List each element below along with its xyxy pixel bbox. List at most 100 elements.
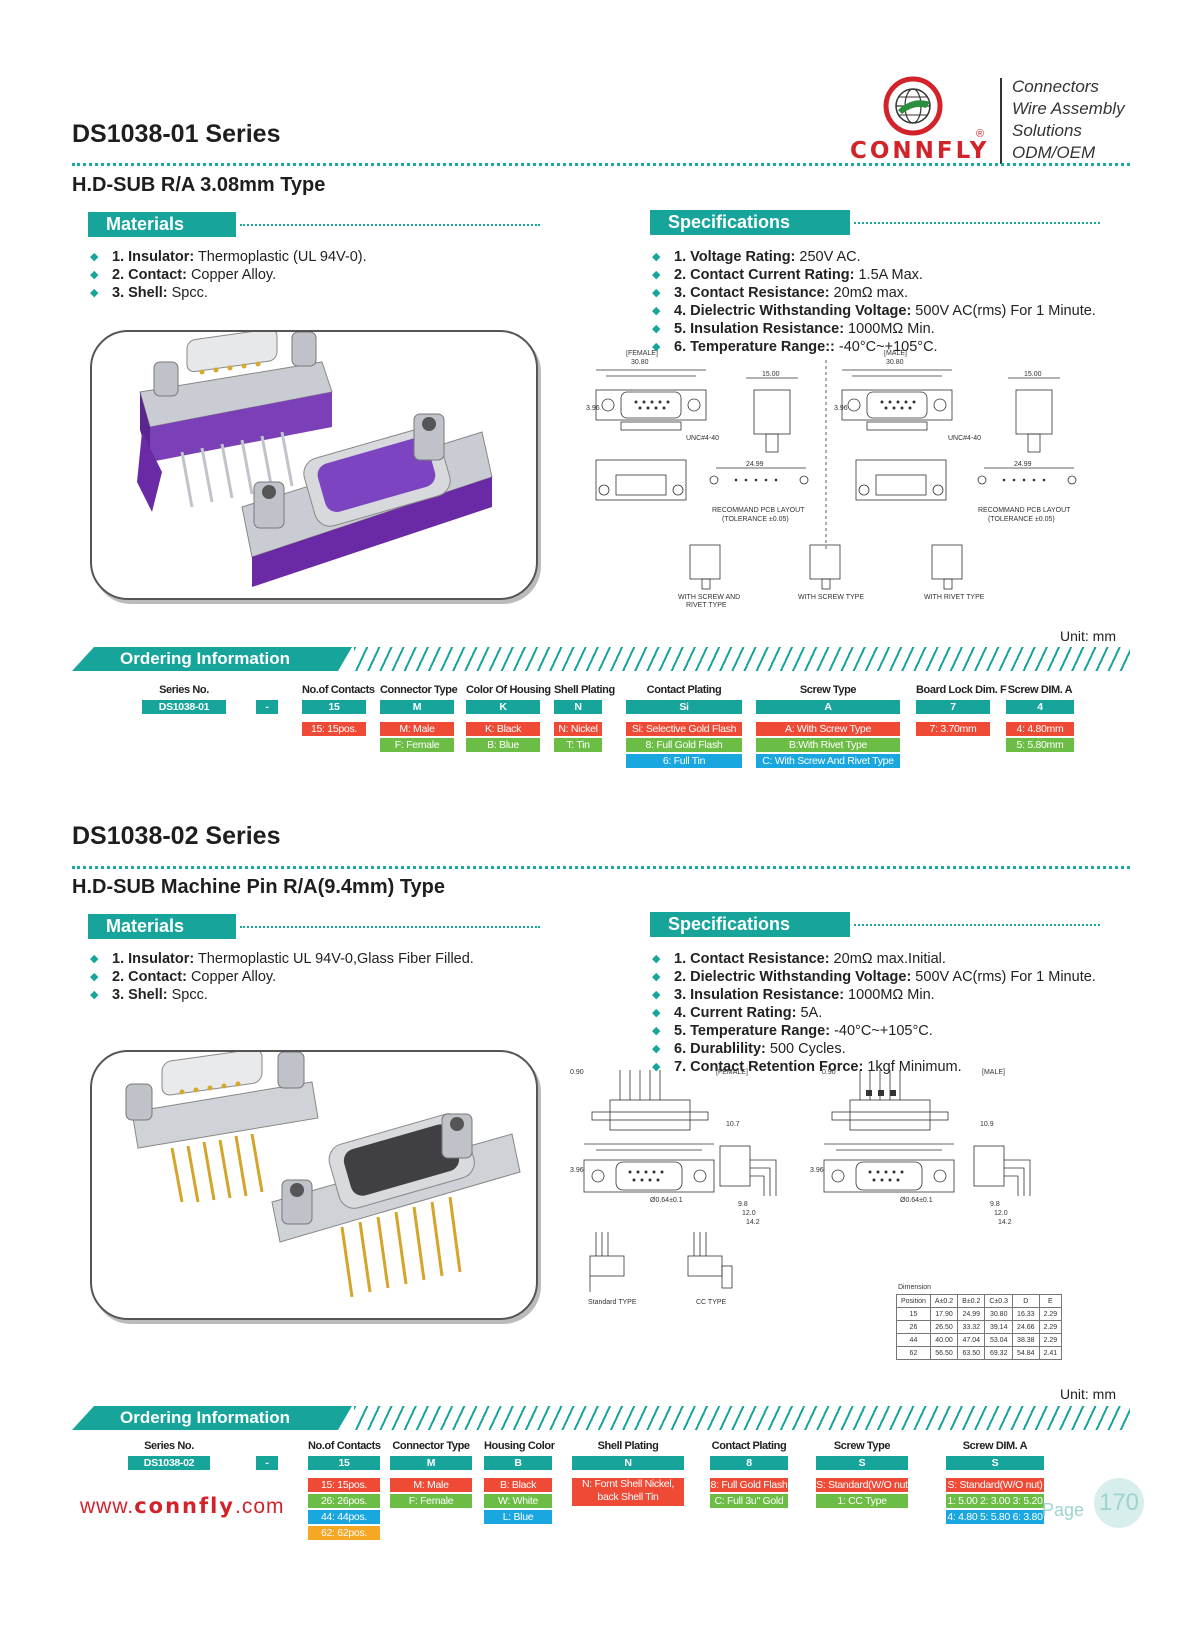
ordering-dash: - — [256, 700, 278, 714]
drawing-label: 3.96 — [834, 405, 848, 412]
drawing-label: [FEMALE] — [716, 1069, 748, 1076]
materials-heading-1: Materials — [88, 212, 236, 237]
specifications-list-1: 1. Voltage Rating: 250V AC. 2. Contact C… — [652, 248, 1096, 356]
list-item: 3. Contact Resistance: 20mΩ max. — [652, 284, 1096, 302]
connector-illustration — [125, 1052, 521, 1298]
series-subtitle-2: H.D-SUB Machine Pin R/A(9.4mm) Type — [72, 876, 446, 898]
drawing-label: RECOMMAND PCB LAYOUT — [978, 507, 1071, 514]
divider — [72, 163, 1130, 166]
table-cell: 24.99 — [957, 1307, 986, 1321]
ordering-code-box: M — [390, 1456, 472, 1470]
table-cell: A±0.2 — [929, 1294, 959, 1308]
table-cell: 17.90 — [929, 1307, 959, 1321]
drawing-label: 14.2 — [998, 1219, 1012, 1226]
list-item: 2. Contact: Copper Alloy. — [90, 968, 474, 986]
ordering-option: 15: 15pos. — [302, 722, 366, 736]
ordering-code-box: B — [484, 1456, 552, 1470]
divider — [854, 222, 1100, 224]
list-item: 5. Insulation Resistance: 1000MΩ Min. — [652, 320, 1096, 338]
ordering-code-box: N — [554, 700, 602, 714]
ordering-option: C: Full 3u" Gold — [710, 1494, 788, 1508]
ordering-option: B: Blue — [466, 738, 540, 752]
drawing-label: 30.80 — [886, 359, 904, 366]
ordering-option: K: Black — [466, 722, 540, 736]
ordering-option: N: Fornt Shell Nickel, back Shell Tin — [572, 1478, 684, 1506]
list-item: 6. Durablility: 500 Cycles. — [652, 1040, 1096, 1058]
list-item: 4. Dielectric Withstanding Voltage: 500V… — [652, 302, 1096, 320]
list-item: 7. Contact Retention Force: 1kgf Minimum… — [652, 1058, 1096, 1076]
drawing-label: [MALE] — [884, 350, 907, 357]
list-item: 5. Temperature Range: -40°C~+105°C. — [652, 1022, 1096, 1040]
table-cell: 40.00 — [929, 1333, 959, 1347]
ordering-code-box: 15 — [302, 700, 366, 714]
drawing-label: Ø0.64±0.1 — [900, 1197, 933, 1204]
technical-drawing-1: [FEMALE] 30.80 [MALE] 30.80 15.00 15.00 … — [586, 350, 1077, 609]
product-photo-2 — [90, 1050, 538, 1320]
ordering-code-box: A — [756, 700, 900, 714]
ordering-option: 8: Full Gold Flash — [626, 738, 742, 752]
ordering-hatch — [354, 647, 1130, 671]
ordering-column-header: Contact Plating — [646, 684, 722, 696]
website-link[interactable]: www.connfly.com — [80, 1494, 285, 1518]
table-cell: 2.29 — [1038, 1307, 1063, 1321]
product-photo-1 — [90, 330, 538, 600]
ordering-column-header: Screw Type — [799, 684, 857, 696]
divider — [72, 866, 1130, 869]
table-cell: 53.04 — [984, 1333, 1014, 1347]
ordering-column-header: Series No. — [144, 1440, 194, 1452]
tagline-line: ODM/OEM — [1012, 143, 1096, 162]
ordering-column-header: Connector Type — [380, 684, 458, 696]
ordering-option: 15: 15pos. — [308, 1478, 380, 1492]
table-cell: Position — [896, 1294, 931, 1308]
table-cell: 39.14 — [984, 1320, 1014, 1334]
globe-logo-icon — [883, 76, 943, 136]
drawing-label: WITH SCREW AND — [678, 594, 740, 601]
ordering-option: 26: 26pos. — [308, 1494, 380, 1508]
ordering-option: A: With Screw Type — [756, 722, 900, 736]
ordering-code-box: N — [572, 1456, 684, 1470]
registered-mark: ® — [976, 128, 985, 140]
drawing-label: 3.96 — [570, 1167, 584, 1174]
ordering-bar-fill — [72, 1406, 352, 1430]
table-cell: 2.29 — [1038, 1320, 1063, 1334]
ordering-heading-2: Ordering Information — [120, 1408, 290, 1427]
drawing-label: 15.00 — [762, 371, 780, 378]
ordering-option: S: Standard(W/O nut) — [946, 1478, 1044, 1492]
ordering-code-box: S — [816, 1456, 908, 1470]
ordering-option: B:With Rivet Type — [756, 738, 900, 752]
table-cell: 69.32 — [984, 1346, 1014, 1360]
list-item: 1. Insulator: Thermoplastic (UL 94V-0). — [90, 248, 367, 266]
unit-label-2: Unit: mm — [1060, 1386, 1116, 1402]
ordering-column-header: Screw DIM. A — [962, 1440, 1028, 1452]
ordering-code-box: M — [380, 700, 454, 714]
brand-logo: CONNFLY ® — [850, 74, 1000, 164]
drawing-label: Ø0.64±0.1 — [650, 1197, 683, 1204]
table-cell: 54.84 — [1012, 1346, 1040, 1360]
table-cell: C±0.3 — [984, 1294, 1014, 1308]
list-item: 1. Contact Resistance: 20mΩ max.Initial. — [652, 950, 1096, 968]
ordering-option: W: White — [484, 1494, 552, 1508]
drawing-label: 3.96 — [586, 405, 600, 412]
drawing-label: 30.80 — [631, 359, 649, 366]
drawing-label: WITH RIVET TYPE — [924, 594, 985, 601]
ordering-option: 5: 5.80mm — [1006, 738, 1074, 752]
ordering-option: 1: 5.00 2: 3.00 3: 5.20 — [946, 1494, 1044, 1508]
ordering-code-box: S — [946, 1456, 1044, 1470]
ordering-option: N: Nickel — [554, 722, 602, 736]
ordering-option: 4: 4.80mm — [1006, 722, 1074, 736]
ordering-column-header: Board Lock Dim. F — [916, 684, 1007, 696]
table-cell: 2.41 — [1038, 1346, 1063, 1360]
page-label: Page — [1042, 1500, 1085, 1520]
divider — [240, 926, 540, 928]
drawing-label: 9.8 — [738, 1201, 748, 1208]
technical-drawing-2: [FEMALE] [MALE] 0.90 0.90 3.96 3.96 10.7… — [570, 1069, 1031, 1306]
drawing-label: UNC#4-40 — [948, 435, 981, 442]
ordering-bar-fill — [72, 647, 352, 671]
connector-illustration — [137, 332, 493, 587]
ordering-column-header: Color Of Housing — [466, 684, 551, 696]
drawing-label: 9.8 — [990, 1201, 1000, 1208]
